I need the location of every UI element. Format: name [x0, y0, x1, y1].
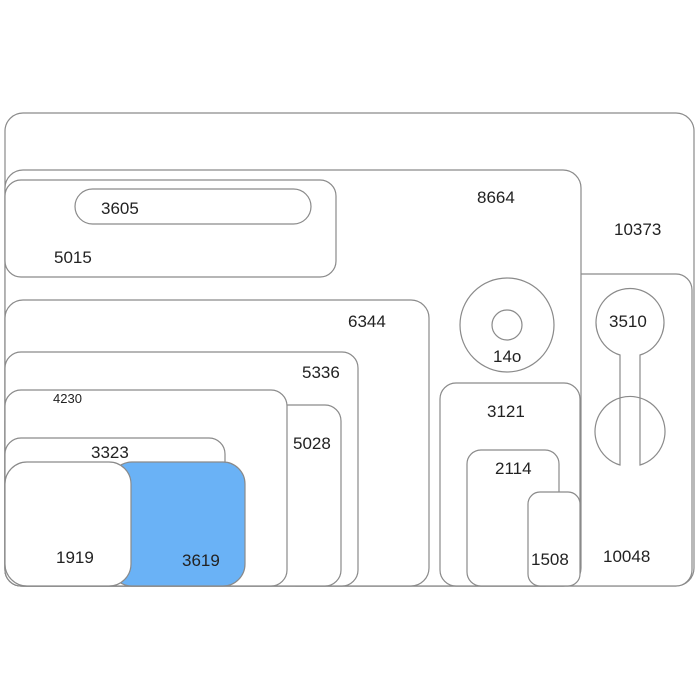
box-1919: [4, 461, 132, 587]
label-box-1919: 1919: [56, 548, 94, 567]
label-box-1508: 1508: [531, 550, 569, 569]
label-box-3121: 3121: [487, 402, 525, 421]
label-box-3619: 3619: [182, 551, 220, 570]
label-box-3323: 3323: [91, 443, 129, 462]
label-box-4230: 4230: [53, 391, 82, 406]
label-box-5028: 5028: [293, 434, 331, 453]
label-dumbbell-3510: 3510: [609, 312, 647, 331]
label-box-5336: 5336: [302, 363, 340, 382]
label-ring-14o: 14o: [493, 347, 521, 366]
label-box-6344: 6344: [348, 312, 386, 331]
dumbbell-3510: [594, 287, 666, 466]
label-panel-8664: 8664: [477, 188, 515, 207]
label-pill-3605: 3605: [101, 199, 139, 218]
ring-14o-inner: [491, 309, 523, 341]
label-panel-5015: 5015: [54, 248, 92, 267]
box-1508: [527, 491, 581, 587]
pill-3605: [74, 188, 312, 225]
label-outer: 10373: [614, 220, 661, 239]
label-right-panel-10048: 10048: [603, 547, 650, 566]
label-box-2114: 2114: [495, 459, 532, 478]
